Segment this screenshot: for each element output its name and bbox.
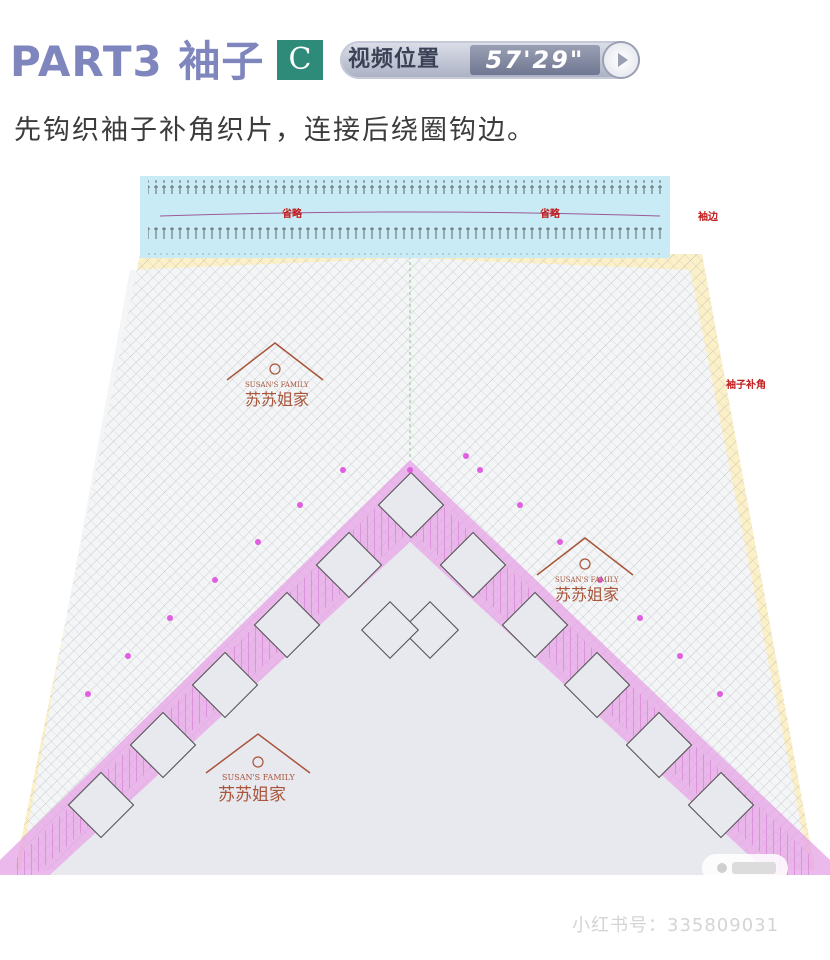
- crochet-chart: 省略 省略 袖边 袖子补角 SUSAN'S FAMILY 苏苏姐家 SUSAN'…: [0, 170, 830, 882]
- page-header: PART3 袖子 C 视频位置 57'29" 先钩织袖子补角织片，连接后绕圈钩边…: [0, 0, 830, 170]
- page-footer: 小红书号：335809031: [0, 875, 830, 960]
- video-time-box: 57'29": [470, 45, 600, 75]
- watermark-id: 小红书号：335809031: [572, 915, 780, 936]
- instruction-text: 先钩织袖子补角织片，连接后绕圈钩边。: [14, 115, 536, 146]
- cuff-band: 省略 省略: [140, 176, 670, 258]
- sleeve-gusset-label: 袖子补角: [725, 378, 766, 391]
- brand-stamp-3: SUSAN'S FAMILY 苏苏姐家: [205, 733, 311, 805]
- brand-stamp-1: SUSAN'S FAMILY 苏苏姐家: [226, 342, 324, 409]
- video-position-label: 视频位置: [348, 47, 441, 72]
- pink-markers: [85, 453, 723, 697]
- part-title: PART3 袖子: [10, 37, 265, 86]
- play-button[interactable]: [604, 43, 638, 77]
- cuff-label: 袖边: [697, 210, 719, 223]
- play-icon: [618, 53, 628, 67]
- video-timestamp: 57'29": [485, 46, 585, 74]
- stamp-name-2: 苏苏姐家: [555, 585, 619, 604]
- lace-mesh-squares: [67, 471, 755, 839]
- lace-chevron: [0, 460, 830, 875]
- stamp-name-3: 苏苏姐家: [218, 785, 286, 805]
- stamp-brand-3: SUSAN'S FAMILY: [222, 773, 295, 782]
- omit-label-1: 省略: [281, 207, 303, 220]
- stamp-brand-1: SUSAN'S FAMILY: [245, 381, 309, 389]
- crochet-chart-svg: 省略 省略 袖边 袖子补角 SUSAN'S FAMILY 苏苏姐家 SUSAN'…: [0, 176, 830, 882]
- video-position-pill[interactable]: 视频位置 57'29": [340, 41, 640, 79]
- section-badge: C: [277, 40, 323, 80]
- stamp-brand-2: SUSAN'S FAMILY: [555, 576, 619, 584]
- stamp-name-1: 苏苏姐家: [245, 390, 309, 409]
- app-watermark-chip: [702, 854, 788, 882]
- brand-stamp-2: SUSAN'S FAMILY 苏苏姐家: [536, 537, 634, 604]
- omit-label-2: 省略: [539, 207, 561, 220]
